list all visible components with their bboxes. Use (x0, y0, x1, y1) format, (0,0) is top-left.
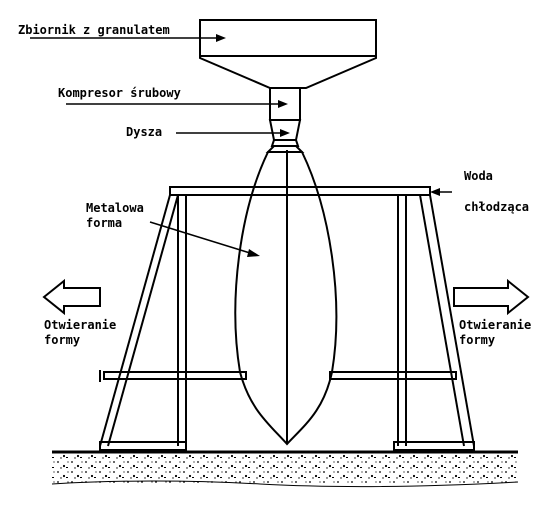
compressor-leader (66, 100, 288, 108)
nozzle-label: Dysza (126, 125, 162, 139)
compressor-label: Kompresor śrubowy (58, 86, 181, 100)
open-right-label-line1: Otwieranie (459, 318, 531, 332)
open-left-label-line2: formy (44, 333, 80, 347)
cooling-water-arrow (430, 188, 452, 196)
mold-label-line2: forma (86, 216, 122, 230)
granulate-hopper (199, 19, 377, 89)
nozzle-leader (176, 129, 290, 137)
water-label-line1: Woda (464, 169, 493, 183)
nozzle (265, 139, 305, 153)
mold-label-line1: Metalowa (86, 201, 144, 215)
hopper-leader (30, 34, 226, 42)
water-label-line2: chłodząca (464, 200, 529, 214)
open-right-label-line2: formy (459, 333, 495, 347)
mold-leader (149, 221, 260, 257)
open-mold-right-arrow (453, 278, 530, 316)
open-mold-left-arrow (42, 278, 101, 316)
mold-frame (99, 186, 475, 451)
hopper-label: Zbiornik z granulatem (18, 23, 170, 37)
clamp-bar (99, 370, 457, 382)
metal-mold (234, 150, 338, 446)
ground-slab (51, 450, 519, 488)
open-left-label-line1: Otwieranie (44, 318, 116, 332)
